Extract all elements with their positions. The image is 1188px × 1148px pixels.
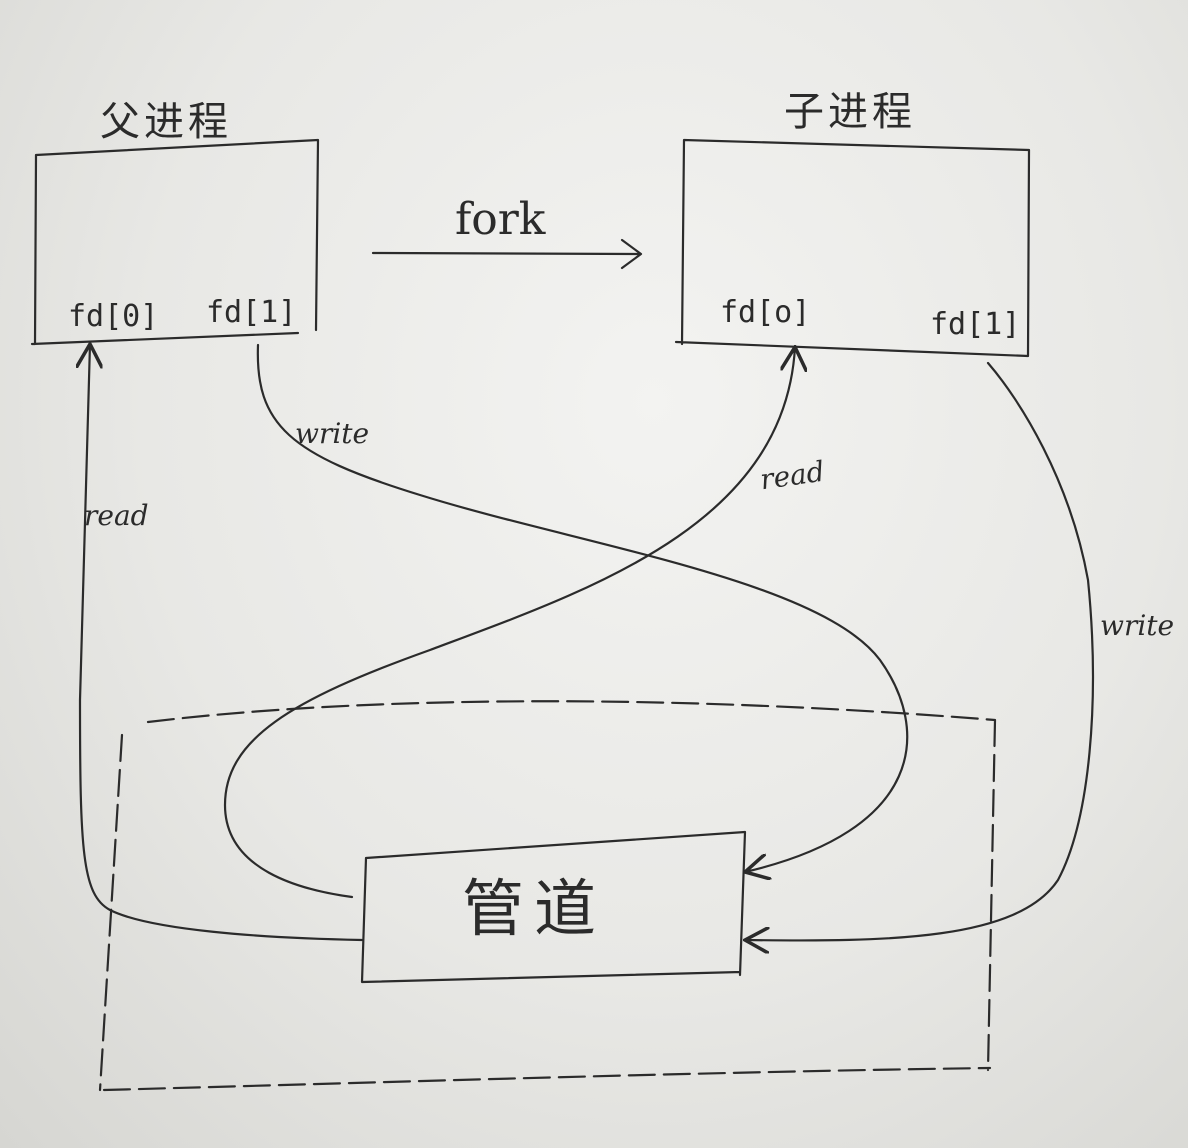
kernel-boundary bbox=[98, 700, 997, 1092]
child-process-box bbox=[674, 138, 1031, 358]
child-read-curve bbox=[223, 347, 795, 899]
parent-process-box bbox=[30, 138, 320, 346]
parent-fd1-label: fd[1] bbox=[206, 295, 297, 330]
parent-fd0-label: fd[0] bbox=[68, 299, 159, 334]
child-write-curve bbox=[745, 361, 1095, 940]
parent-write-label: write bbox=[295, 417, 370, 450]
parent-read-label: read bbox=[84, 499, 149, 532]
pipe-box bbox=[360, 830, 747, 984]
child-fd1-label: fd[1] bbox=[930, 307, 1021, 342]
parent-write-curve bbox=[256, 343, 909, 872]
pipe-label: 管道 bbox=[462, 872, 607, 945]
fork-label: fork bbox=[455, 194, 546, 245]
fork-arrow bbox=[371, 238, 643, 270]
child-write-label: write bbox=[1100, 609, 1175, 642]
child-process-title: 子进程 bbox=[784, 89, 916, 135]
child-fd0-label: fd[o] bbox=[720, 295, 811, 330]
parent-process-title: 父进程 bbox=[100, 99, 232, 145]
parent-read-curve bbox=[80, 344, 364, 942]
